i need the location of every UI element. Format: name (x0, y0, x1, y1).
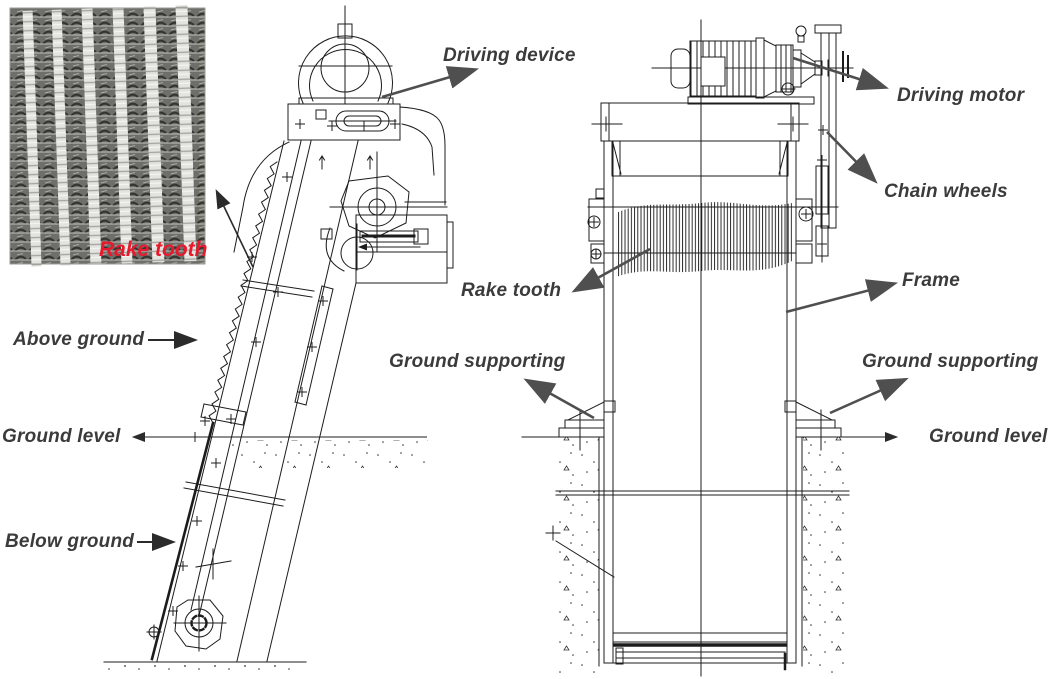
leader-arrows (131, 56, 909, 551)
label-ground-supporting-left: Ground supporting (389, 351, 566, 372)
driving-motor-arrow (792, 56, 889, 91)
photo-pointer-arrow (215, 189, 254, 268)
label-chain-wheels: Chain wheels (884, 181, 1008, 202)
frame-arrow (785, 279, 899, 314)
rake-tooth-photo (9, 5, 206, 267)
ground-supporting-right-arrow (829, 377, 909, 415)
label-driving-device: Driving device (443, 45, 576, 66)
rake-tooth-band (616, 202, 792, 277)
ground-supporting-left-arrow (523, 378, 595, 420)
photo-caption-rake-tooth: Rake tooth (99, 238, 208, 261)
rake-tooth-arrow (571, 247, 651, 293)
side-view (103, 5, 454, 676)
label-ground-level-right: Ground level (929, 426, 1048, 447)
label-ground-supporting-right: Ground supporting (862, 351, 1039, 372)
label-driving-motor: Driving motor (897, 85, 1025, 106)
label-frame: Frame (902, 270, 961, 291)
label-ground-level-left: Ground level (2, 426, 121, 447)
label-below-ground: Below ground (5, 531, 135, 552)
label-above-ground: Above ground (13, 329, 145, 350)
label-rake-tooth: Rake tooth (461, 280, 562, 301)
chain-wheels-arrow (826, 131, 878, 184)
driving-motor-drawing (670, 25, 823, 105)
driving-device-arrow (381, 66, 479, 99)
front-view (521, 19, 854, 677)
